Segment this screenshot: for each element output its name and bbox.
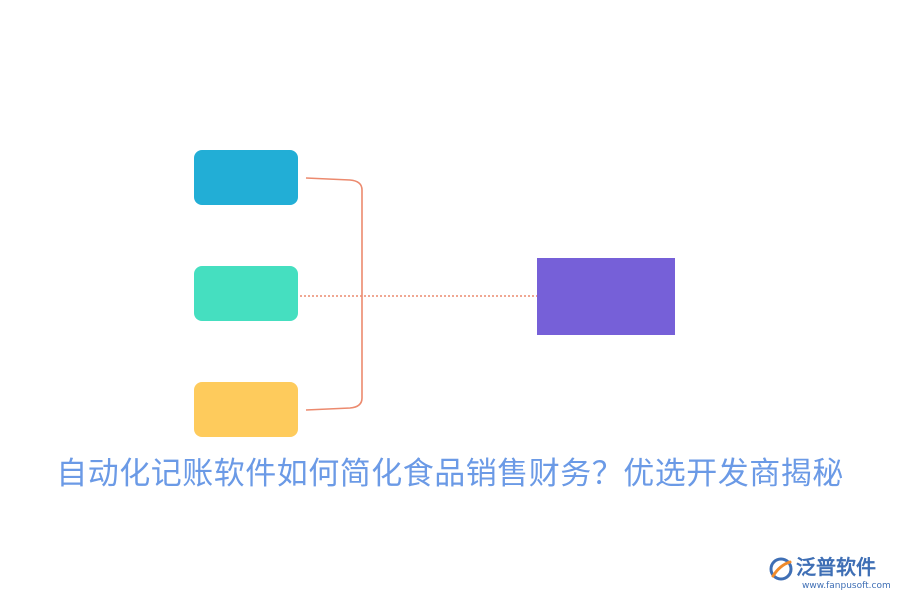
logo-swoosh <box>771 560 792 578</box>
watermark-logo: 泛普软件 www.fanpusoft.com <box>768 552 892 594</box>
watermark-url: www.fanpusoft.com <box>802 581 891 591</box>
left-node-3 <box>194 382 298 437</box>
logo-outer-ring <box>769 557 793 581</box>
headline-title: 自动化记账软件如何简化食品销售财务？优选开发商揭秘 <box>56 456 844 492</box>
watermark-name: 泛普软件 <box>796 555 876 579</box>
bracket-connector <box>305 177 363 411</box>
left-node-2 <box>194 266 298 321</box>
left-node-1 <box>194 150 298 205</box>
fanpu-logo-icon <box>769 557 793 581</box>
target-node <box>537 258 675 335</box>
